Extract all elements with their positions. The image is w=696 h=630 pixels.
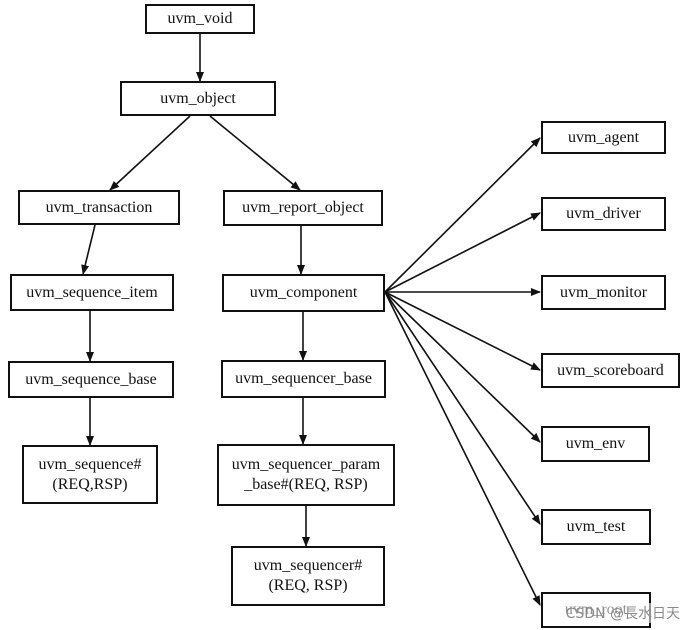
edge-component-scoreboard (384, 291, 541, 371)
edge-component-agent (384, 137, 541, 293)
node-uvm-monitor-label: uvm_monitor (559, 283, 648, 301)
node-uvm-report-object-label: uvm_report_object (242, 199, 364, 216)
node-uvm-monitor: uvm_monitor (541, 275, 666, 310)
node-uvm-sequencer-line1: uvm_sequencer# (253, 557, 363, 574)
node-uvm-scoreboard: uvm_scoreboard (541, 353, 680, 388)
node-uvm-sequencer-base: uvm_sequencer_base (221, 360, 386, 398)
edge-object-transaction (109, 115, 191, 191)
node-uvm-env-label: uvm_env (565, 435, 626, 452)
edge-component-root (384, 291, 541, 606)
edge-transaction-sequence-item (81, 224, 96, 275)
node-uvm-sequence-item-label: uvm_sequence_item (26, 283, 158, 301)
edge-component-test (384, 291, 541, 525)
node-uvm-sequence: uvm_sequence# (REQ,RSP) (22, 445, 158, 504)
node-uvm-transaction: uvm_transaction (18, 190, 180, 225)
node-uvm-sequence-base-label: uvm_sequence_base (25, 370, 157, 388)
node-uvm-sequence-base: uvm_sequence_base (8, 361, 174, 398)
node-uvm-void-label: uvm_void (167, 10, 233, 27)
node-uvm-driver-label: uvm_driver (566, 205, 641, 222)
node-uvm-sequencer-param-base: uvm_sequencer_param _base#(REQ, RSP) (217, 444, 395, 506)
node-uvm-env: uvm_env (541, 426, 650, 462)
node-uvm-sequence-item: uvm_sequence_item (10, 274, 174, 311)
node-uvm-void: uvm_void (145, 4, 255, 34)
node-uvm-component-label: uvm_component (249, 284, 358, 301)
node-uvm-sequence-line1: uvm_sequence# (38, 455, 142, 473)
node-uvm-test-label: uvm_test (566, 518, 626, 535)
node-uvm-test: uvm_test (541, 509, 651, 545)
node-uvm-object-label: uvm_object (160, 89, 236, 107)
watermark-text: CSDN @長水日天 (563, 603, 682, 623)
node-uvm-sequencer-base-label: uvm_sequencer_base (235, 370, 372, 387)
node-uvm-driver: uvm_driver (541, 197, 666, 231)
node-uvm-transaction-label: uvm_transaction (45, 198, 153, 216)
node-uvm-agent: uvm_agent (541, 121, 666, 154)
node-uvm-sequencer: uvm_sequencer# (REQ, RSP) (231, 546, 385, 606)
node-uvm-sequencer-line2: (REQ, RSP) (268, 577, 348, 594)
node-uvm-sequencer-param-line1: uvm_sequencer_param (231, 456, 381, 473)
edge-object-report-object (209, 115, 301, 191)
node-uvm-agent-label: uvm_agent (567, 128, 640, 146)
edge-component-driver (384, 212, 541, 293)
node-uvm-sequencer-param-line2: _base#(REQ, RSP) (244, 476, 368, 493)
node-uvm-report-object: uvm_report_object (223, 190, 383, 226)
node-uvm-scoreboard-label: uvm_scoreboard (557, 361, 664, 379)
edge-component-env (384, 291, 541, 443)
node-uvm-sequence-line2: (REQ,RSP) (52, 475, 128, 493)
node-uvm-component: uvm_component (222, 274, 385, 312)
node-uvm-object: uvm_object (120, 81, 276, 116)
